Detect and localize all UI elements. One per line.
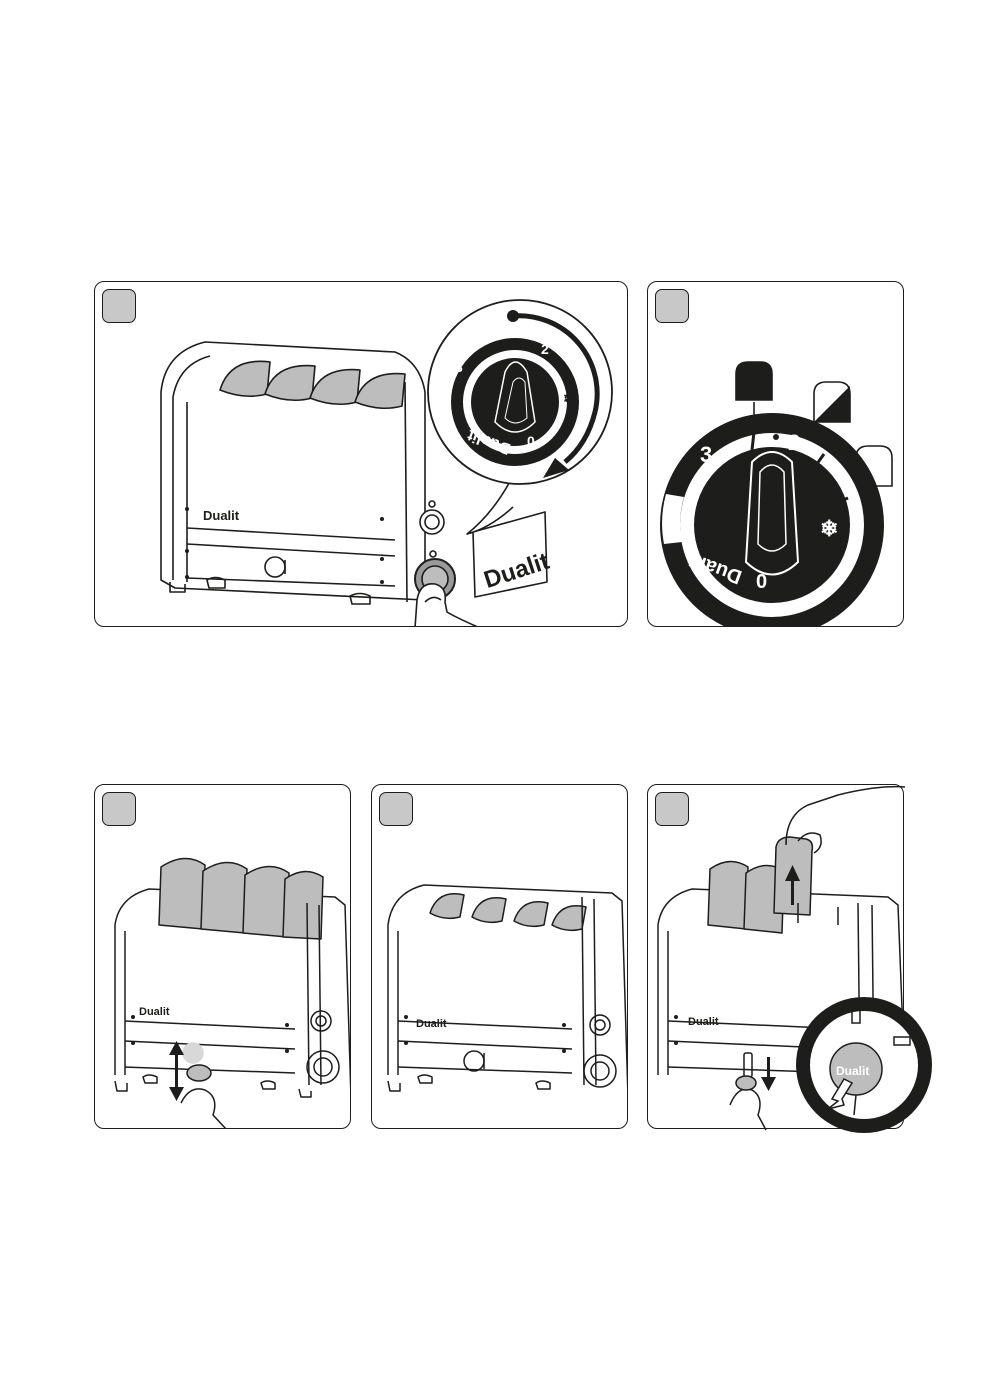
toaster-brand-text: Dualit bbox=[203, 508, 240, 523]
arrow-up-icon bbox=[791, 877, 794, 905]
step-badge-2 bbox=[655, 289, 689, 323]
snowflake-icon: ❄ bbox=[563, 391, 576, 408]
toaster-brand-text: Dualit bbox=[416, 1018, 447, 1030]
step-badge-3 bbox=[102, 792, 136, 826]
dial-number-0: 0 bbox=[527, 433, 535, 449]
remove-toast-illustration: Dualit Dualit bbox=[648, 785, 948, 1145]
browning-dial-illustration: 3 2 0 ❄ Dualit bbox=[648, 282, 904, 627]
toaster-brand-text: Dualit bbox=[139, 1006, 170, 1018]
toast-dark-icon bbox=[736, 362, 772, 400]
toaster-timer-illustration: 3 2 0 Dualit ❄ Dualit Dualit bbox=[95, 282, 628, 627]
step-panel-5: Dualit Dualit bbox=[647, 784, 904, 1129]
snowflake-icon: ❄ bbox=[820, 516, 838, 541]
toaster-brand-text: Dualit bbox=[688, 1016, 719, 1028]
step-badge-5 bbox=[655, 792, 689, 826]
step-panel-2: 3 2 0 ❄ Dualit bbox=[647, 281, 904, 627]
dial-number-3: 3 bbox=[700, 442, 712, 467]
insert-bread-illustration: Dualit bbox=[95, 785, 351, 1129]
step-badge-1 bbox=[102, 289, 136, 323]
toasting-illustration: Dualit bbox=[372, 785, 628, 1129]
step-badge-4 bbox=[379, 792, 413, 826]
step-panel-1: 3 2 0 Dualit ❄ Dualit Dualit bbox=[94, 281, 628, 627]
plug-brand-text: Dualit bbox=[836, 1064, 869, 1078]
step-panel-4: Dualit bbox=[371, 784, 628, 1129]
dial-number-2: 2 bbox=[541, 341, 549, 357]
dial-number-3: 3 bbox=[455, 359, 463, 375]
arrow-down-icon bbox=[761, 1077, 776, 1091]
dial-number-0: 0 bbox=[756, 571, 767, 593]
dial-number-2: 2 bbox=[788, 430, 800, 455]
step-panel-3: Dualit bbox=[94, 784, 351, 1129]
